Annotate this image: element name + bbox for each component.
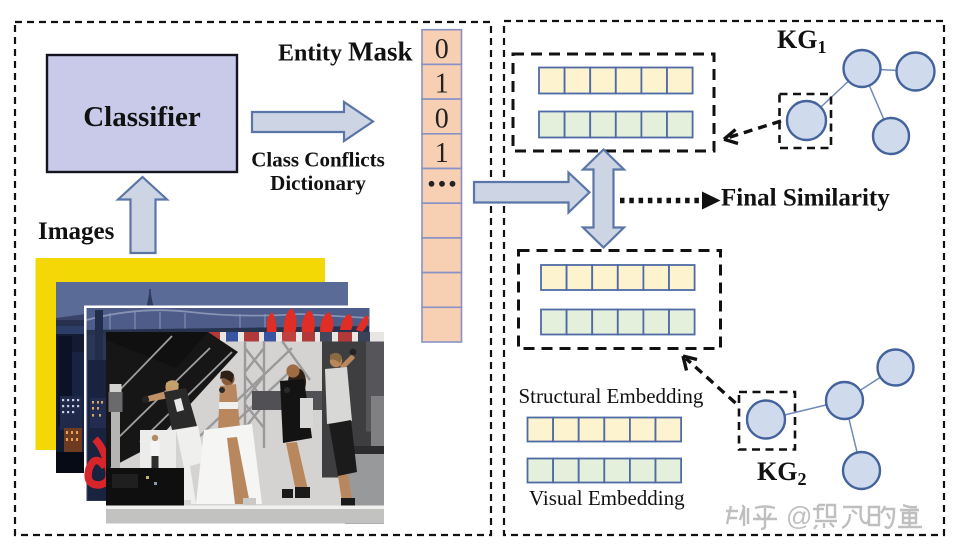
svg-text:0: 0 — [435, 34, 449, 65]
svg-text:Dictionary: Dictionary — [270, 171, 366, 195]
svg-text:@: @ — [786, 501, 812, 531]
svg-text:Visual Embedding: Visual Embedding — [529, 486, 685, 510]
svg-text:Structural Embedding: Structural Embedding — [519, 384, 704, 408]
svg-text:KG2: KG2 — [757, 457, 806, 489]
svg-text:Final Similarity: Final Similarity — [721, 185, 890, 212]
svg-text:Entity Mask: Entity Mask — [278, 37, 413, 67]
svg-text:KG1: KG1 — [777, 25, 826, 57]
svg-text:0: 0 — [435, 103, 449, 134]
svg-text:Class Conflicts: Class Conflicts — [251, 148, 385, 172]
svg-text:Classifier: Classifier — [83, 101, 201, 133]
svg-text:1: 1 — [435, 69, 449, 100]
svg-text:1: 1 — [435, 138, 449, 169]
svg-text:Images: Images — [38, 218, 115, 245]
